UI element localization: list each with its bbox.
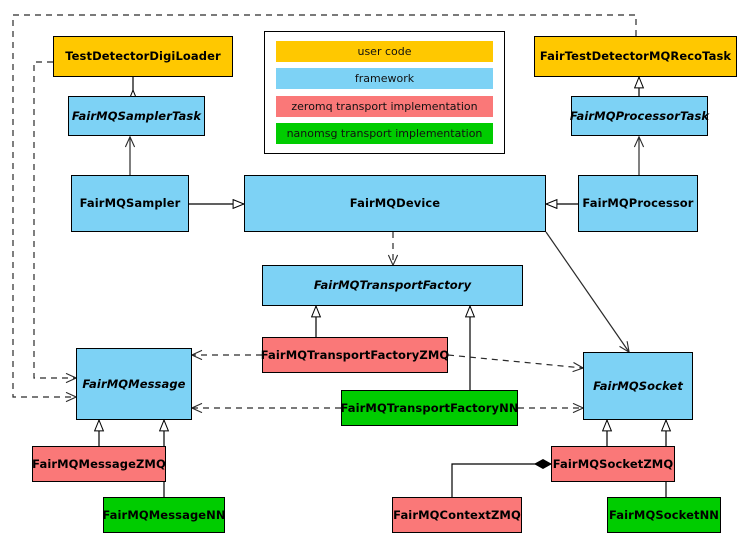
- class-node-fairmq-socket[interactable]: FairMQSocket: [583, 352, 693, 420]
- edge-device-to-socket: [545, 231, 629, 352]
- class-node-fairmq-sampler[interactable]: FairMQSampler: [71, 175, 189, 232]
- class-node-fairmq-socket-zmq[interactable]: FairMQSocketZMQ: [551, 446, 675, 482]
- class-node-fairmq-device[interactable]: FairMQDevice: [244, 175, 546, 232]
- color-legend: user code framework zeromq transport imp…: [264, 31, 505, 154]
- class-node-fairmq-sampler-task[interactable]: FairMQSamplerTask: [68, 96, 205, 136]
- class-node-fair-test-detector-mq-reco-task[interactable]: FairTestDetectorMQRecoTask: [534, 36, 737, 77]
- class-node-fairmq-context-zmq[interactable]: FairMQContextZMQ: [392, 497, 522, 533]
- class-node-fairmq-processor[interactable]: FairMQProcessor: [578, 175, 698, 232]
- class-node-fairmq-message-nn[interactable]: FairMQMessageNN: [102, 497, 226, 533]
- class-node-fairmq-socket-nn[interactable]: FairMQSocketNN: [607, 497, 721, 533]
- class-node-fairmq-message-zmq[interactable]: FairMQMessageZMQ: [32, 446, 166, 482]
- edge-tfzmq-to-socket: [447, 354, 583, 368]
- legend-item-user-code: user code: [276, 41, 493, 62]
- legend-item-nanomsg: nanomsg transport implementation: [276, 122, 493, 144]
- class-node-fairmq-processor-task[interactable]: FairMQProcessorTask: [570, 96, 709, 136]
- edge-contextzmq-to-socketzmq: [451, 464, 551, 497]
- class-node-test-detector-digi-loader[interactable]: TestDetectorDigiLoader: [53, 36, 233, 77]
- legend-item-zeromq: zeromq transport implementation: [276, 95, 493, 117]
- class-node-fairmq-message[interactable]: FairMQMessage: [76, 348, 192, 420]
- class-node-fairmq-transport-factory[interactable]: FairMQTransportFactory: [262, 265, 523, 306]
- class-node-fairmq-transport-factory-zmq[interactable]: FairMQTransportFactoryZMQ: [261, 337, 449, 373]
- legend-item-framework: framework: [276, 68, 493, 90]
- class-node-fairmq-transport-factory-nn[interactable]: FairMQTransportFactoryNN: [340, 390, 518, 426]
